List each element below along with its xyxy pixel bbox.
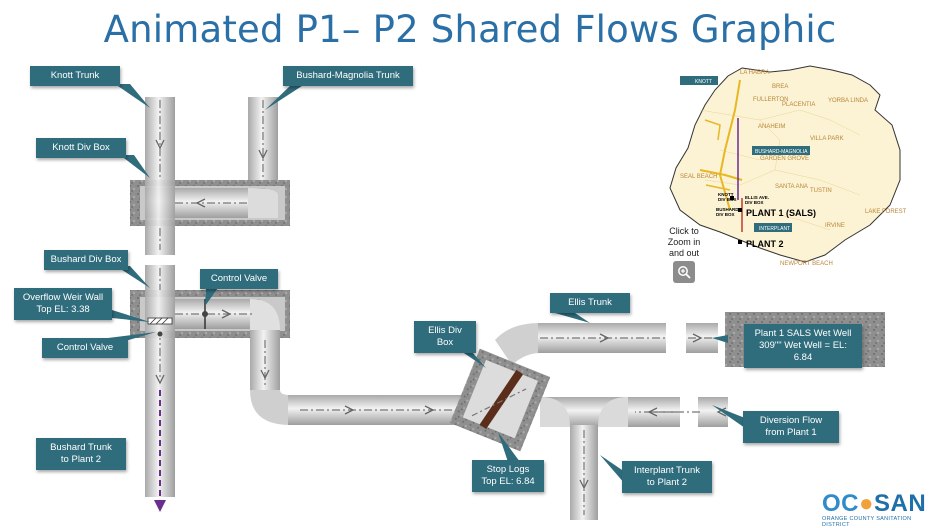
callout-pointers: [108, 84, 745, 484]
callout-text: Bushard Trunk: [50, 442, 112, 453]
callout-text: Ellis Div Box: [428, 325, 462, 348]
callout-overflow-weir-wall: Overflow Weir Wall Top EL: 3.38: [14, 288, 112, 320]
map-city-label: NEWPORT BEACH: [780, 261, 833, 267]
map-plant1-label: PLANT 1 (SALS): [746, 208, 816, 218]
logo-san: SAN: [874, 490, 927, 517]
drop-icon: ●: [859, 490, 874, 517]
callout-text: Control Valve: [210, 273, 268, 284]
ellis-trunk-pipe: [495, 320, 725, 365]
map-ellis-div-label: ELLIS AVE.: [745, 195, 769, 200]
callout-stop-logs: Stop Logs Top EL: 6.84: [472, 460, 544, 492]
map-box-bushard-magnolia: BUSHARD-MAGNOLIA: [752, 146, 810, 155]
knott-div-box: [130, 180, 290, 226]
logo-oc: OC: [822, 490, 859, 517]
svg-text:BUSHARD-MAGNOLIA: BUSHARD-MAGNOLIA: [755, 149, 808, 155]
map-city-label: PLACENTIA: [782, 102, 815, 108]
callout-text: Knott Div Box: [52, 142, 110, 153]
callout-knott-div-box: Knott Div Box: [36, 138, 126, 158]
callout-text: Stop Logs: [486, 464, 530, 475]
interplant-pipes: [540, 394, 728, 520]
callout-bushard-div-box: Bushard Div Box: [44, 250, 128, 270]
zoom-instructions: Click to Zoom in and out: [658, 226, 710, 259]
magnifier-plus-icon: [678, 266, 691, 279]
callout-text: from Plant 1: [765, 427, 817, 438]
ellis-div-box: [449, 348, 551, 452]
callout-text: Ellis Trunk: [568, 297, 612, 308]
map-city-label: SEAL BEACH: [680, 174, 717, 180]
callout-text: Top EL: 3.38: [36, 304, 90, 315]
callout-text: 309"" Wet Well = EL: 6.84: [759, 340, 847, 363]
zoom-text-line: Zoom in: [667, 237, 701, 247]
callout-text: Bushard-Magnolia Trunk: [296, 70, 400, 81]
callout-text: Plant 1 SALS Wet Well: [754, 328, 852, 339]
map-box-interplant: INTERPLANT: [754, 223, 792, 232]
map-city-label: FULLERTON: [753, 97, 788, 103]
svg-text:INTERPLANT: INTERPLANT: [759, 226, 790, 232]
callout-control-valve-left: Control Valve: [42, 338, 128, 358]
service-area-map: [669, 65, 901, 263]
callout-plant1-wet-well: Plant 1 SALS Wet Well 309"" Wet Well = E…: [744, 324, 862, 368]
callout-interplant-trunk: Interplant Trunk to Plant 2: [622, 461, 712, 493]
map-city-label: LA HABRA: [740, 70, 769, 76]
map-city-label: SANTA ANA: [775, 184, 808, 190]
callout-text: Knott Trunk: [50, 70, 100, 81]
callout-control-valve-top: Control Valve: [200, 269, 278, 289]
page-title: Animated P1– P2 Shared Flows Graphic: [103, 8, 837, 51]
map-city-label: YORBA LINDA: [828, 98, 868, 104]
callout-diversion-flow: Diversion Flow from Plant 1: [743, 411, 839, 443]
ocsan-logo: OC●SAN ORANGE COUNTY SANITATION DISTRICT: [822, 492, 934, 528]
map-box-knott: KNOTT: [680, 76, 718, 85]
map-city-label: VILLA PARK: [810, 136, 844, 142]
bushard-magnolia-pipe: [248, 97, 278, 192]
map-city-label: GARDEN GROVE: [760, 156, 809, 162]
logo-subtitle: ORANGE COUNTY SANITATION DISTRICT: [822, 516, 912, 528]
map-bushard-div-label: DIV BOX: [716, 212, 735, 217]
map-city-label: BREA: [772, 84, 788, 90]
callout-text: to Plant 2: [646, 477, 688, 488]
logo-wordmark: OC●SAN: [822, 492, 934, 516]
callout-text: Top EL: 6.84: [481, 476, 535, 487]
callout-text: Diversion Flow: [759, 415, 823, 426]
callout-ellis-div-box: Ellis Div Box: [414, 321, 476, 353]
zoom-text-line: and out: [668, 248, 700, 258]
callout-text: Control Valve: [56, 342, 114, 353]
map-city-label: TUSTIN: [810, 188, 832, 194]
callout-text: to Plant 2: [60, 454, 102, 465]
zoom-button[interactable]: [673, 261, 695, 283]
map-bushard-div-label: BUSHARD: [716, 207, 739, 212]
map-city-label: IRVINE: [825, 223, 845, 229]
bushard-to-ellis-pipe: [250, 330, 478, 425]
zoom-text-line: Click to: [669, 226, 699, 236]
callout-knott-trunk: Knott Trunk: [30, 66, 120, 86]
map-city-label: LAKE FOREST: [865, 209, 907, 215]
map-knott-div-label: DIV BOX: [718, 197, 737, 202]
map-ellis-div-label: DIV BOX: [745, 200, 764, 205]
bushard-to-plant2-flow: [154, 390, 166, 512]
callout-bushard-trunk: Bushard Trunk to Plant 2: [36, 438, 126, 470]
map-city-label: ANAHEIM: [758, 124, 785, 130]
callout-bushard-magnolia-trunk: Bushard-Magnolia Trunk: [283, 66, 413, 86]
callout-text: Bushard Div Box: [50, 254, 122, 265]
map-plant2-label: PLANT 2: [746, 239, 784, 249]
svg-text:KNOTT: KNOTT: [695, 79, 712, 85]
callout-text: Overflow Weir Wall: [22, 292, 104, 303]
map-knott-div-label: KNOTT: [718, 192, 734, 197]
callout-ellis-trunk: Ellis Trunk: [550, 293, 630, 313]
callout-text: Interplant Trunk: [633, 465, 700, 476]
